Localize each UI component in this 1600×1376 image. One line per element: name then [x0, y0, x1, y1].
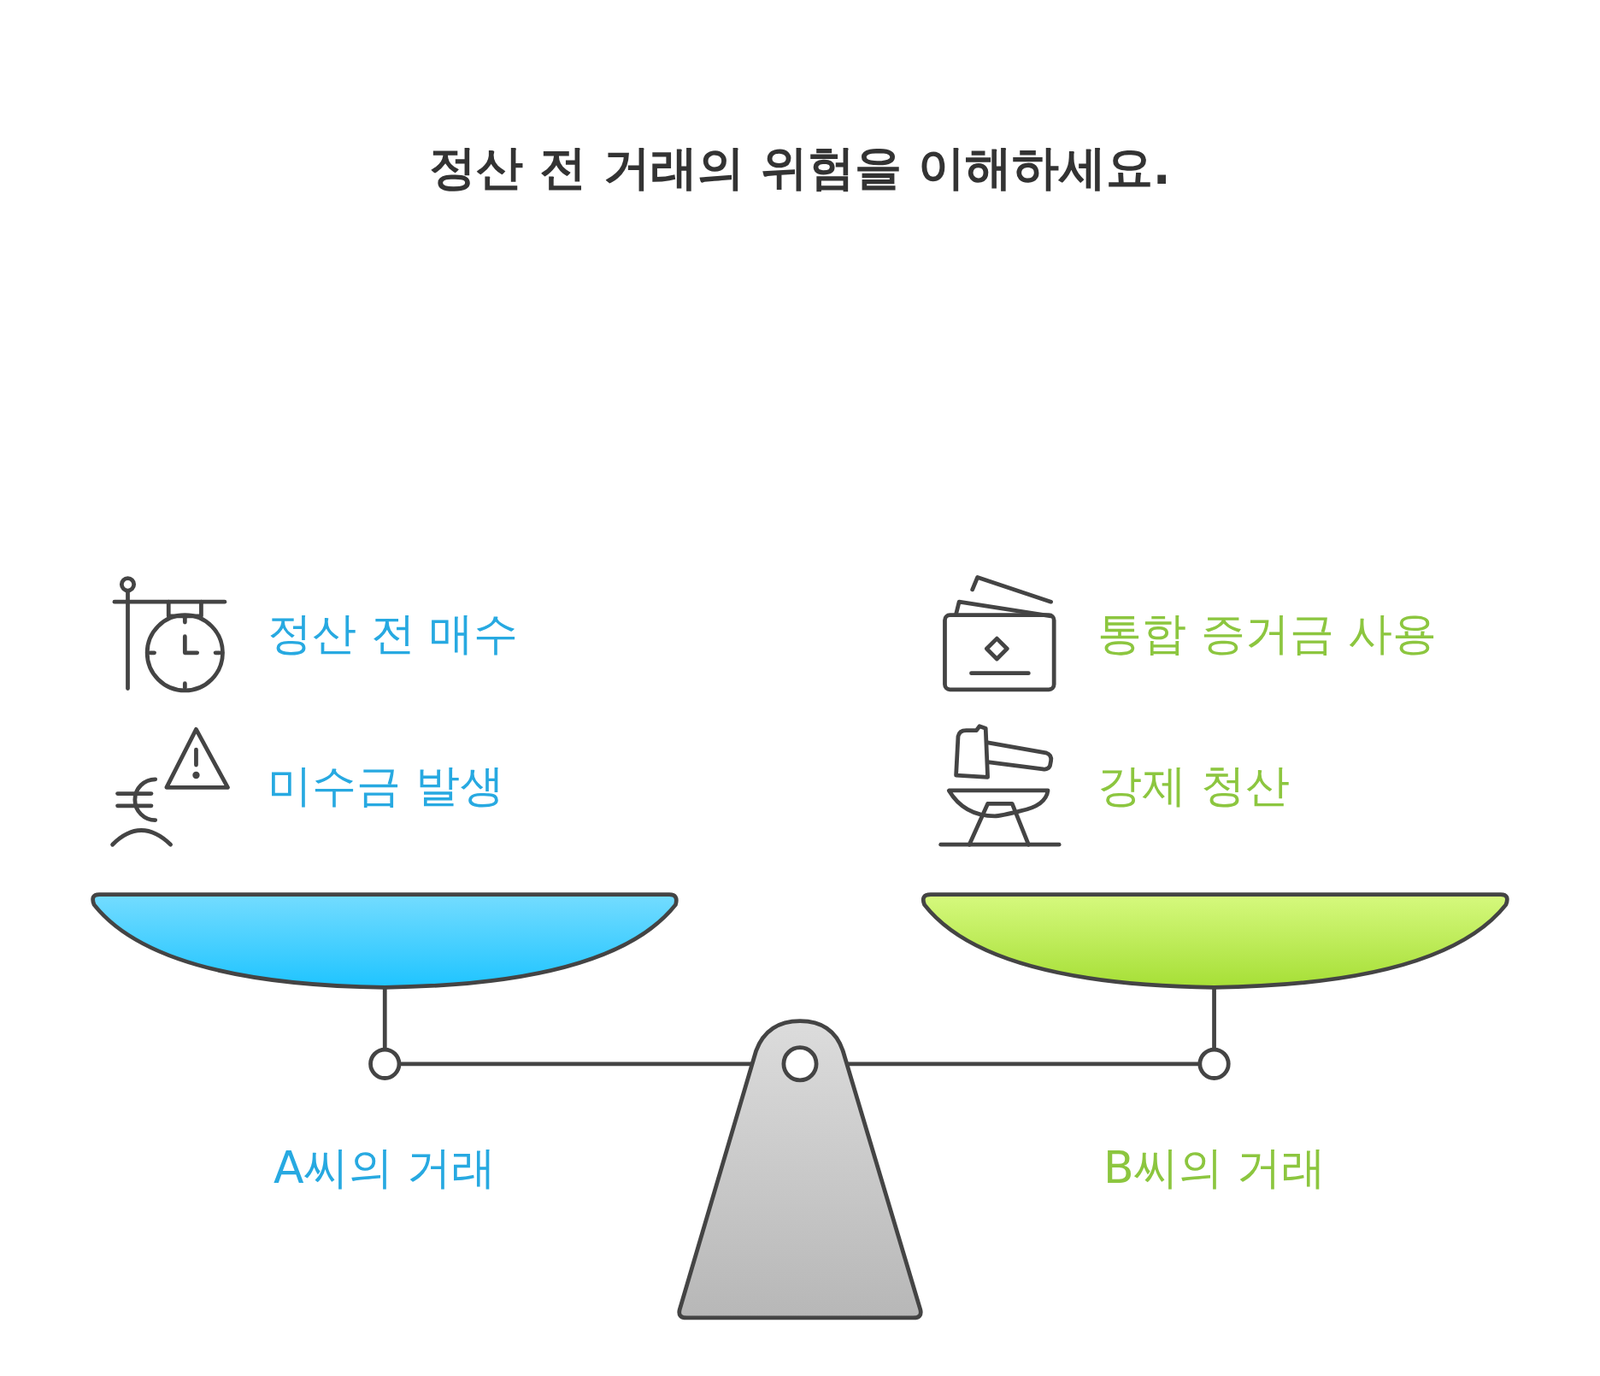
risk-label: 미수금 발생 — [267, 756, 505, 817]
stopwatch-icon — [114, 578, 225, 691]
debt-warning-icon — [112, 729, 229, 845]
fulcrum — [679, 1021, 922, 1318]
pan-stem — [382, 984, 388, 1050]
risk-label: 통합 증거금 사용 — [1097, 604, 1437, 665]
pivot-joint — [370, 1049, 400, 1078]
risk-label: 정산 전 매수 — [267, 604, 518, 665]
pivot-joint — [1200, 1049, 1229, 1078]
risk-label: 강제 청산 — [1097, 756, 1290, 817]
diagram-title: 정산 전 거래의 위험을 이해하세요. — [429, 136, 1171, 200]
left-pan — [93, 894, 677, 989]
right-pan — [923, 894, 1507, 989]
side-label: B씨의 거래 — [1103, 1138, 1326, 1199]
hammer-anvil-icon — [941, 726, 1059, 845]
side-label: A씨의 거래 — [273, 1138, 496, 1199]
fulcrum-pivot — [783, 1047, 817, 1081]
pan-stem — [1211, 984, 1217, 1050]
margin-cards-icon — [944, 577, 1054, 690]
